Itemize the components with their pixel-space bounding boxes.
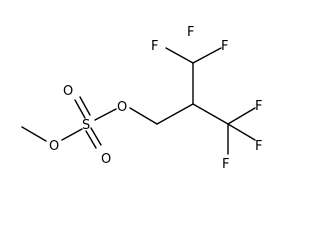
bond-c-f5 bbox=[227, 123, 256, 141]
atom-f6: F bbox=[222, 157, 229, 172]
atom-o-lower: O bbox=[101, 152, 111, 167]
bonds bbox=[21, 47, 256, 155]
atom-f2: F bbox=[221, 39, 228, 54]
bond-s-o-upper-b bbox=[79, 96, 91, 116]
bond-ch-cf3-bottom bbox=[192, 103, 229, 125]
atom-o-upper: O bbox=[63, 84, 73, 99]
structural-formula: O S O O O F F F F F F bbox=[21, 25, 262, 172]
atom-f5: F bbox=[255, 139, 262, 154]
bond-o-ch2 bbox=[129, 107, 158, 125]
bond-c-f4 bbox=[227, 107, 256, 125]
bond-s-o-upper-a bbox=[74, 99, 86, 119]
atom-s: S bbox=[82, 118, 90, 133]
atom-o-methoxy: O bbox=[49, 139, 59, 154]
bond-ch2-ch bbox=[156, 103, 194, 125]
atom-f4: F bbox=[255, 99, 262, 114]
bond-o-s bbox=[61, 128, 83, 141]
atom-o-ester: O bbox=[117, 100, 127, 115]
bond-s-o-lower-a bbox=[85, 130, 97, 149]
bond-c-f1 bbox=[165, 47, 194, 64]
bond-c-f2 bbox=[192, 47, 222, 64]
bond-methyl-o bbox=[21, 126, 47, 142]
atom-labels: O S O O O F F F F F F bbox=[49, 25, 262, 172]
bond-s-o-ester bbox=[94, 108, 117, 121]
atom-f1: F bbox=[151, 39, 158, 54]
bond-s-o-lower-b bbox=[90, 127, 102, 146]
atom-f3: F bbox=[187, 25, 194, 40]
